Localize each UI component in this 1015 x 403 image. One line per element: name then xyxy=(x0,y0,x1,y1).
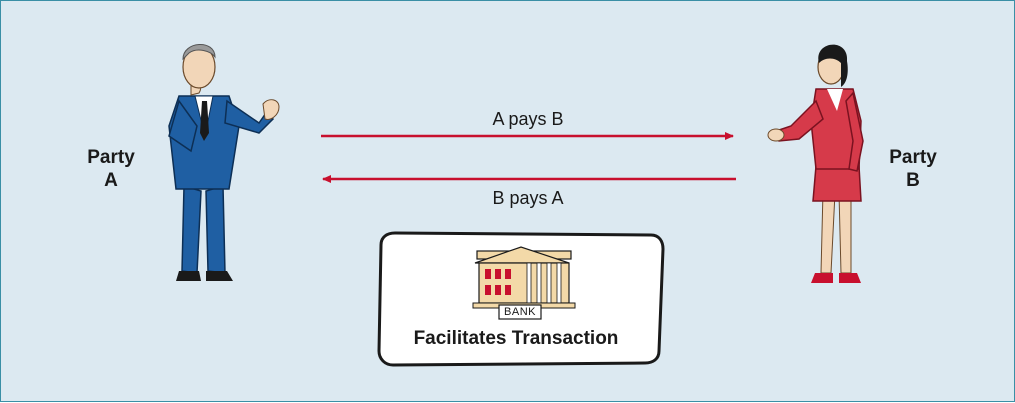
arrow-b-to-a-label: B pays A xyxy=(492,188,564,208)
party-a-line1: Party xyxy=(87,147,135,168)
bank-sign-label: BANK xyxy=(504,306,536,318)
party-b-label: Party B xyxy=(868,146,958,192)
bank-caption: Facilitates Transaction xyxy=(413,328,619,349)
party-b-line2: B xyxy=(906,170,920,191)
arrow-a-to-b-label: A pays B xyxy=(492,109,564,129)
party-b-line1: Party xyxy=(889,147,937,168)
businessman-figure xyxy=(168,44,280,281)
bank-building-icon xyxy=(472,246,576,320)
party-a-line2: A xyxy=(104,170,118,191)
businesswoman-figure xyxy=(767,44,864,283)
party-a-label: Party A xyxy=(66,146,156,192)
